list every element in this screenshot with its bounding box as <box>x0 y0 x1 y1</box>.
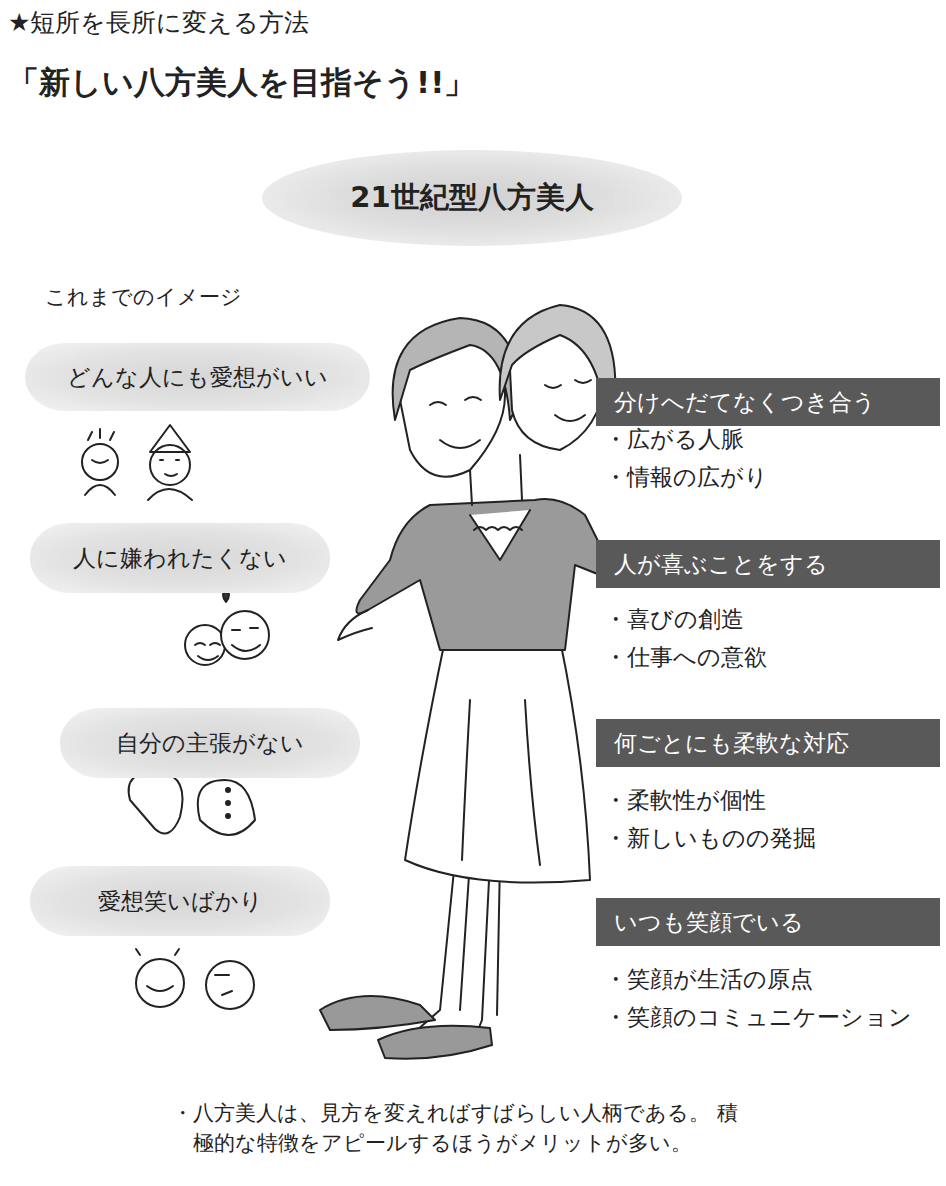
trait-band: いつも笑顔でいる <box>596 898 940 946</box>
subtitle: 「新しい八方美人を目指そう!!」 <box>8 62 475 104</box>
bullet-item: ・仕事への意欲 <box>604 642 767 673</box>
node-text: 何ごとにも柔軟な対応 <box>614 728 849 759</box>
old-image-cloud: 自分の主張がない <box>60 708 360 778</box>
old-image-cloud: どんな人にも愛想がいい <box>25 343 370 411</box>
bullet-item: ・笑顔のコミュニケーション <box>604 1002 912 1033</box>
old-image-cloud: 人に嫌われたくない <box>30 523 330 593</box>
node-text: 人に嫌われたくない <box>73 543 287 574</box>
trait-band: 何ごとにも柔軟な対応 <box>596 719 940 767</box>
node-text: 21世紀型八方美人 <box>350 178 593 218</box>
bullet-item: ・笑顔が生活の原点 <box>604 964 813 995</box>
title-oval: 21世紀型八方美人 <box>262 150 682 246</box>
node-text: 自分の主張がない <box>116 728 304 759</box>
node-text: 分けへだてなくつき合う <box>614 387 876 418</box>
bullet-item: ・喜びの創造 <box>604 604 744 635</box>
bullet-item: ・広がる人脈 <box>604 424 744 455</box>
old-image-cloud: 愛想笑いばかり <box>30 866 330 936</box>
node-text: どんな人にも愛想がいい <box>67 362 328 393</box>
node-text: 愛想笑いばかり <box>98 886 263 917</box>
bullet-item: ・柔軟性が個性 <box>604 785 766 816</box>
section-label: これまでのイメージ <box>45 283 242 311</box>
bullet-item: ・情報の広がり <box>604 462 768 493</box>
node-text: 人が喜ぶことをする <box>614 549 828 580</box>
trait-band: 分けへだてなくつき合う <box>596 378 940 426</box>
bullet-item: ・新しいものの発掘 <box>604 823 816 854</box>
caption: ・八方美人は、見方を変えればすばらしい人柄である。 積極的な特徴をアピールするほ… <box>172 1098 753 1159</box>
trait-band: 人が喜ぶことをする <box>596 540 940 588</box>
node-text: いつも笑顔でいる <box>614 907 804 938</box>
page-title: ★短所を長所に変える方法 <box>8 6 309 39</box>
